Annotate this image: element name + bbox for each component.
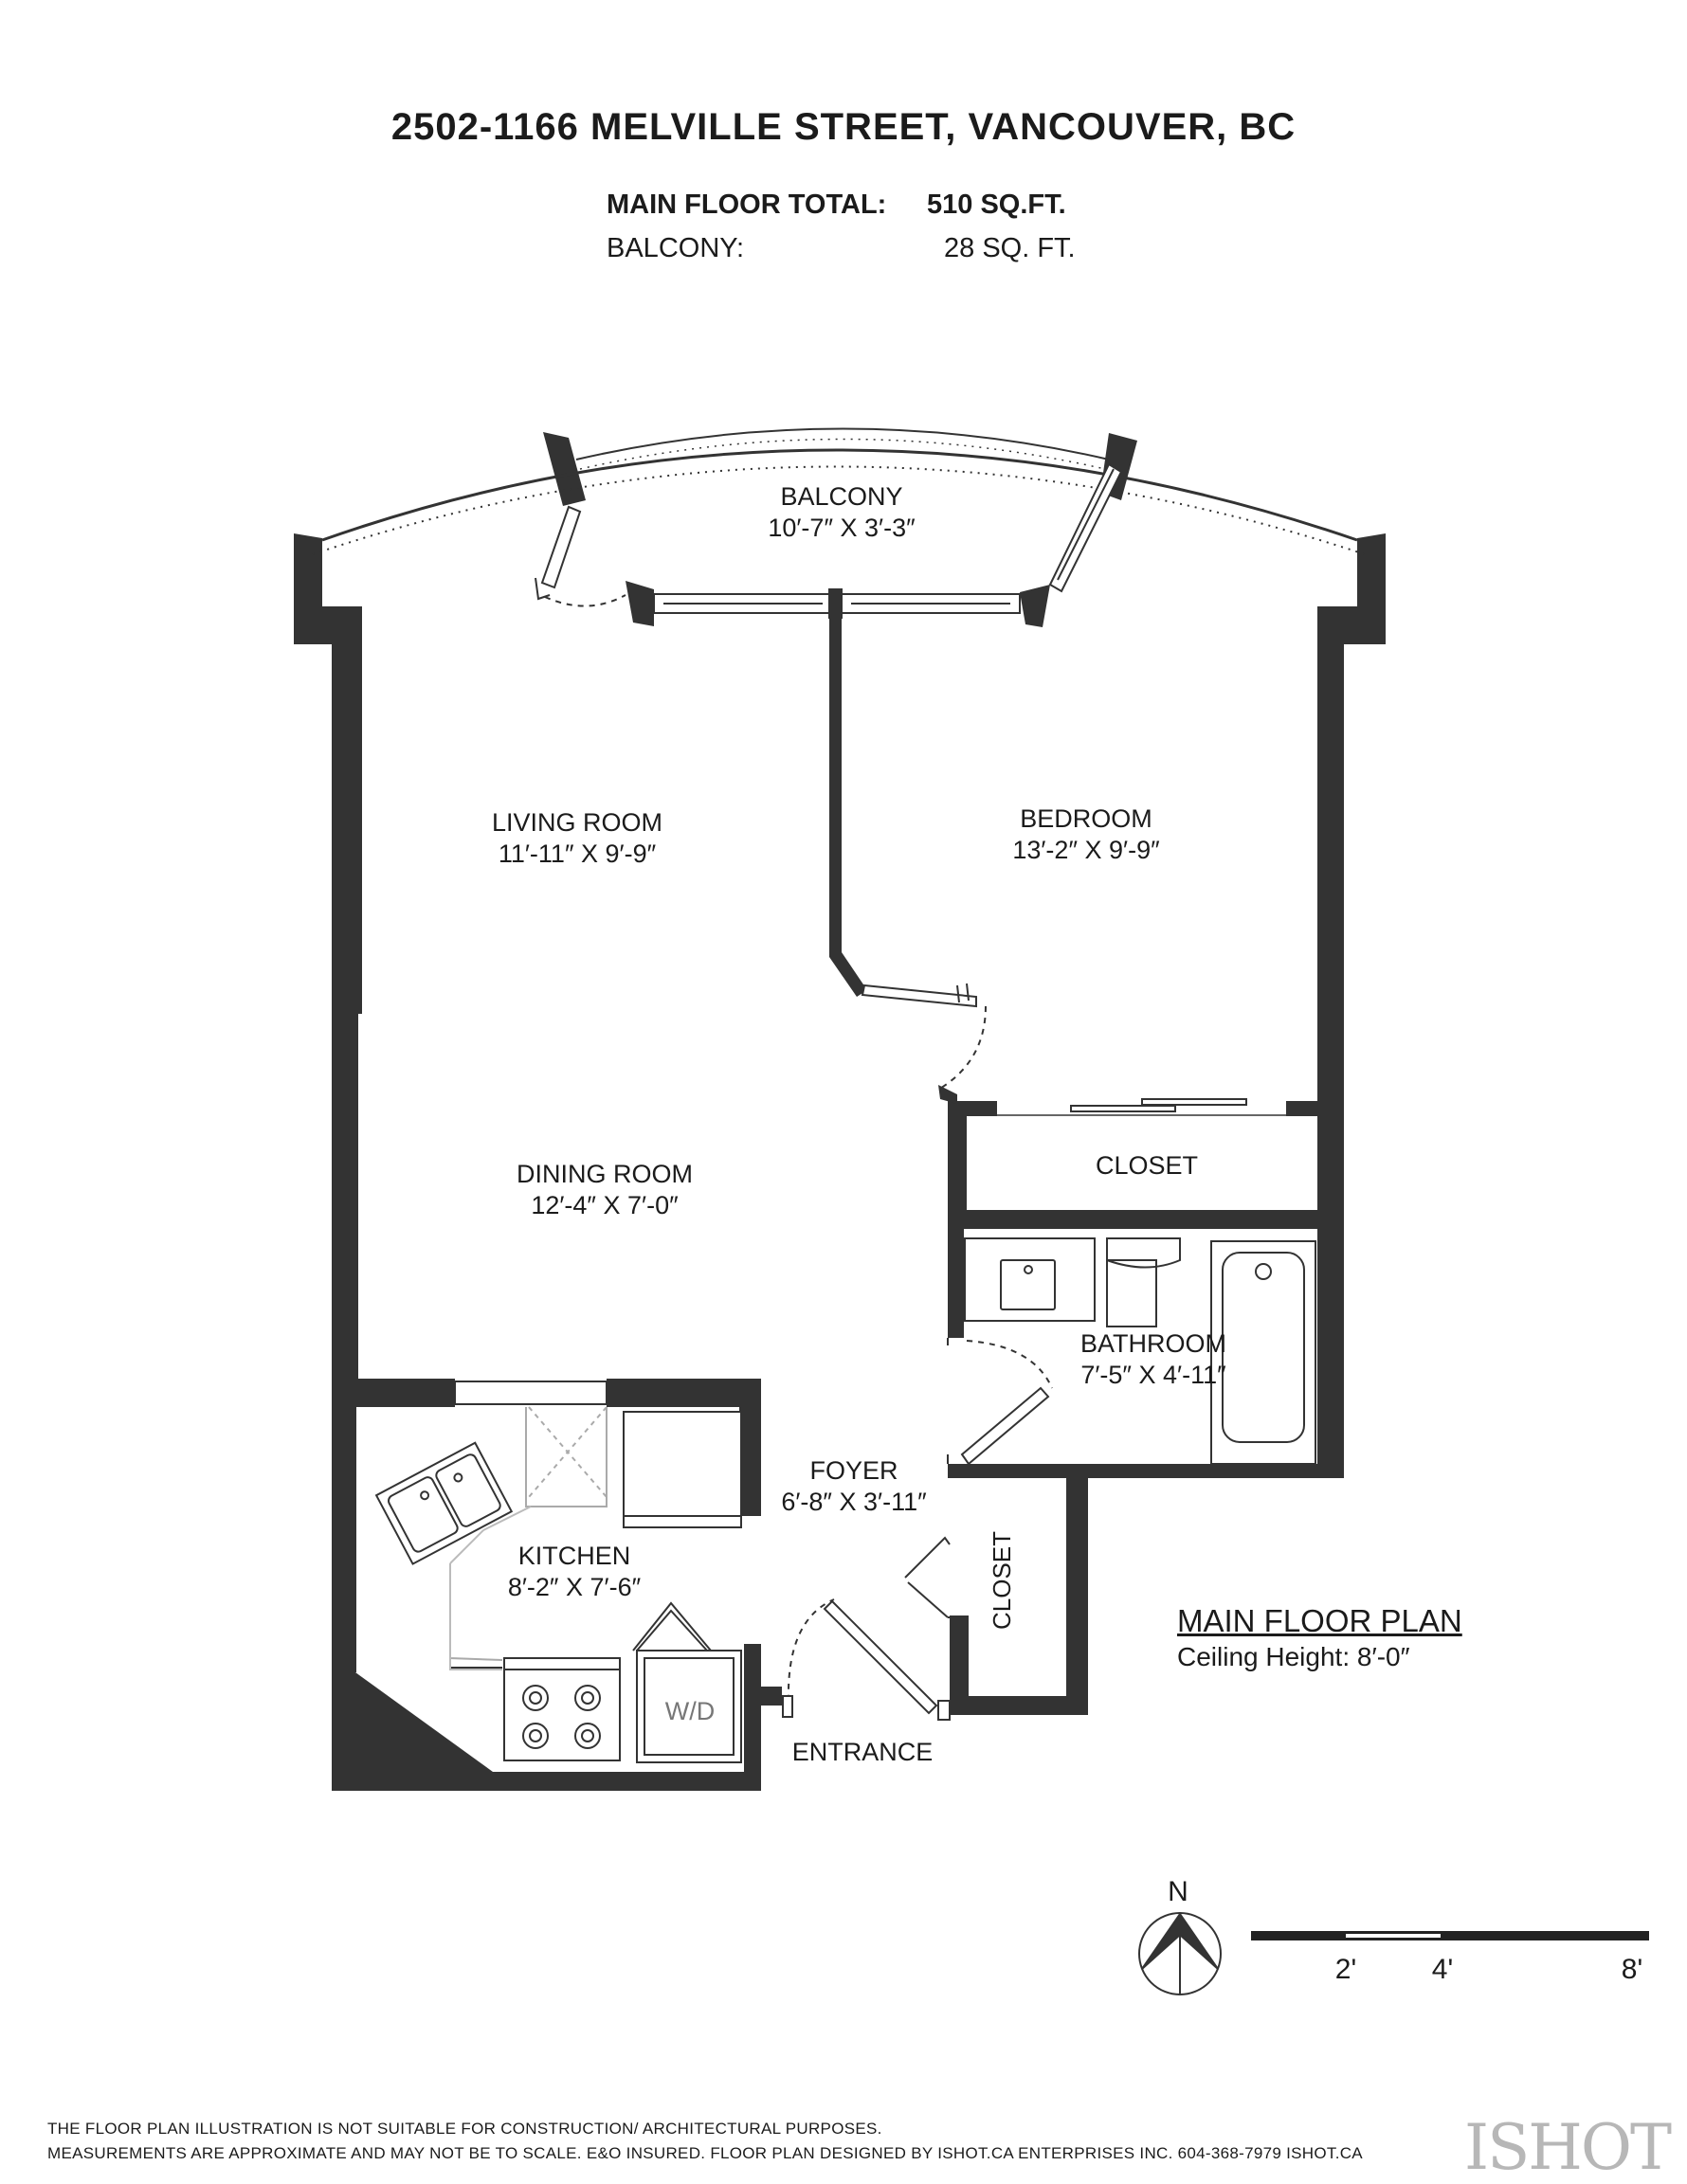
room-kitchen: KITCHEN 8′-2″ X 7′-6″ — [508, 1541, 641, 1603]
ceiling-height: Ceiling Height: 8′-0″ — [1177, 1642, 1410, 1671]
room-entrance: ENTRANCE — [792, 1737, 934, 1768]
disclaimer-line-1: THE FLOOR PLAN ILLUSTRATION IS NOT SUITA… — [47, 2120, 882, 2138]
property-address: 2502-1166 MELVILLE STREET, VANCOUVER, BC — [390, 106, 1297, 148]
balcony-door — [535, 505, 626, 607]
room-size: 8′-2″ X 7′-6″ — [507, 1573, 642, 1601]
ishot-logo: ISHOT — [1464, 2111, 1672, 2184]
bathroom-door — [947, 1338, 1053, 1466]
room-name: BEDROOM — [1020, 804, 1152, 833]
room-bathroom: BATHROOM 7′-5″ X 4′-11″ — [1080, 1328, 1226, 1391]
scale-label-8: 8' — [1621, 1954, 1643, 1985]
balcony-windows — [653, 588, 1021, 619]
closet-sliding-door — [997, 1098, 1286, 1116]
room-name: ENTRANCE — [791, 1738, 934, 1766]
main-floor-label: MAIN FLOOR TOTAL: — [607, 190, 887, 220]
bedroom-door — [861, 983, 987, 1091]
room-size: 11′-11″ X 9′-9″ — [498, 839, 657, 868]
room-balcony: BALCONY 10′-7″ X 3′-3″ — [768, 481, 915, 544]
compass-icon — [1138, 1912, 1222, 1995]
main-floor-value: 510 SQ.FT. — [927, 190, 1066, 220]
balcony-area-value: 28 SQ. FT. — [944, 233, 1076, 263]
room-size: 10′-7″ X 3′-3″ — [768, 514, 916, 542]
room-size: 13′-2″ X 9′-9″ — [1012, 836, 1160, 864]
scale-label-4: 4' — [1431, 1954, 1454, 1985]
room-name: KITCHEN — [517, 1542, 631, 1570]
room-name: BATHROOM — [1080, 1329, 1226, 1358]
walls — [294, 432, 1386, 1791]
balcony-area-label: BALCONY: — [607, 233, 745, 263]
room-name: LIVING ROOM — [491, 808, 663, 837]
room-bedroom: BEDROOM 13′-2″ X 9′-9″ — [1012, 803, 1159, 866]
room-size: 6′-8″ X 3′-11″ — [781, 1488, 927, 1516]
entrance-door — [782, 1598, 951, 1721]
room-closet-foyer: CLOSET — [988, 1530, 1016, 1630]
disclaimer: THE FLOOR PLAN ILLUSTRATION IS NOT SUITA… — [47, 2117, 1363, 2166]
room-name: CLOSET — [1095, 1151, 1199, 1180]
foyer-closet-door — [904, 1536, 965, 1618]
disclaimer-line-2: MEASUREMENTS ARE APPROXIMATE AND MAY NOT… — [47, 2144, 1363, 2162]
room-size: 12′-4″ X 7′-0″ — [531, 1191, 679, 1219]
room-name: DINING ROOM — [517, 1160, 693, 1188]
balcony-railing — [312, 427, 1366, 555]
plan-title: MAIN FLOOR PLAN — [1177, 1603, 1462, 1638]
bedroom-angled-window — [1048, 462, 1123, 593]
compass-label: N — [1168, 1876, 1188, 1907]
room-size: 7′-5″ X 4′-11″ — [1080, 1361, 1226, 1389]
room-wd: W/D — [665, 1696, 715, 1727]
room-name: FOYER — [809, 1456, 898, 1485]
scale-bar-icon — [1251, 1931, 1649, 1940]
room-closet-bedroom: CLOSET — [1096, 1150, 1198, 1182]
room-living: LIVING ROOM 11′-11″ X 9′-9″ — [492, 807, 662, 870]
bathroom-fixtures — [964, 1237, 1316, 1465]
room-name: BALCONY — [780, 482, 903, 511]
kitchen-fixtures — [354, 1381, 742, 1763]
room-foyer: FOYER 6′-8″ X 3′-11″ — [781, 1455, 926, 1518]
scale-label-2: 2' — [1334, 1954, 1357, 1985]
room-name: W/D — [664, 1697, 716, 1725]
room-dining: DINING ROOM 12′-4″ X 7′-0″ — [517, 1159, 693, 1221]
